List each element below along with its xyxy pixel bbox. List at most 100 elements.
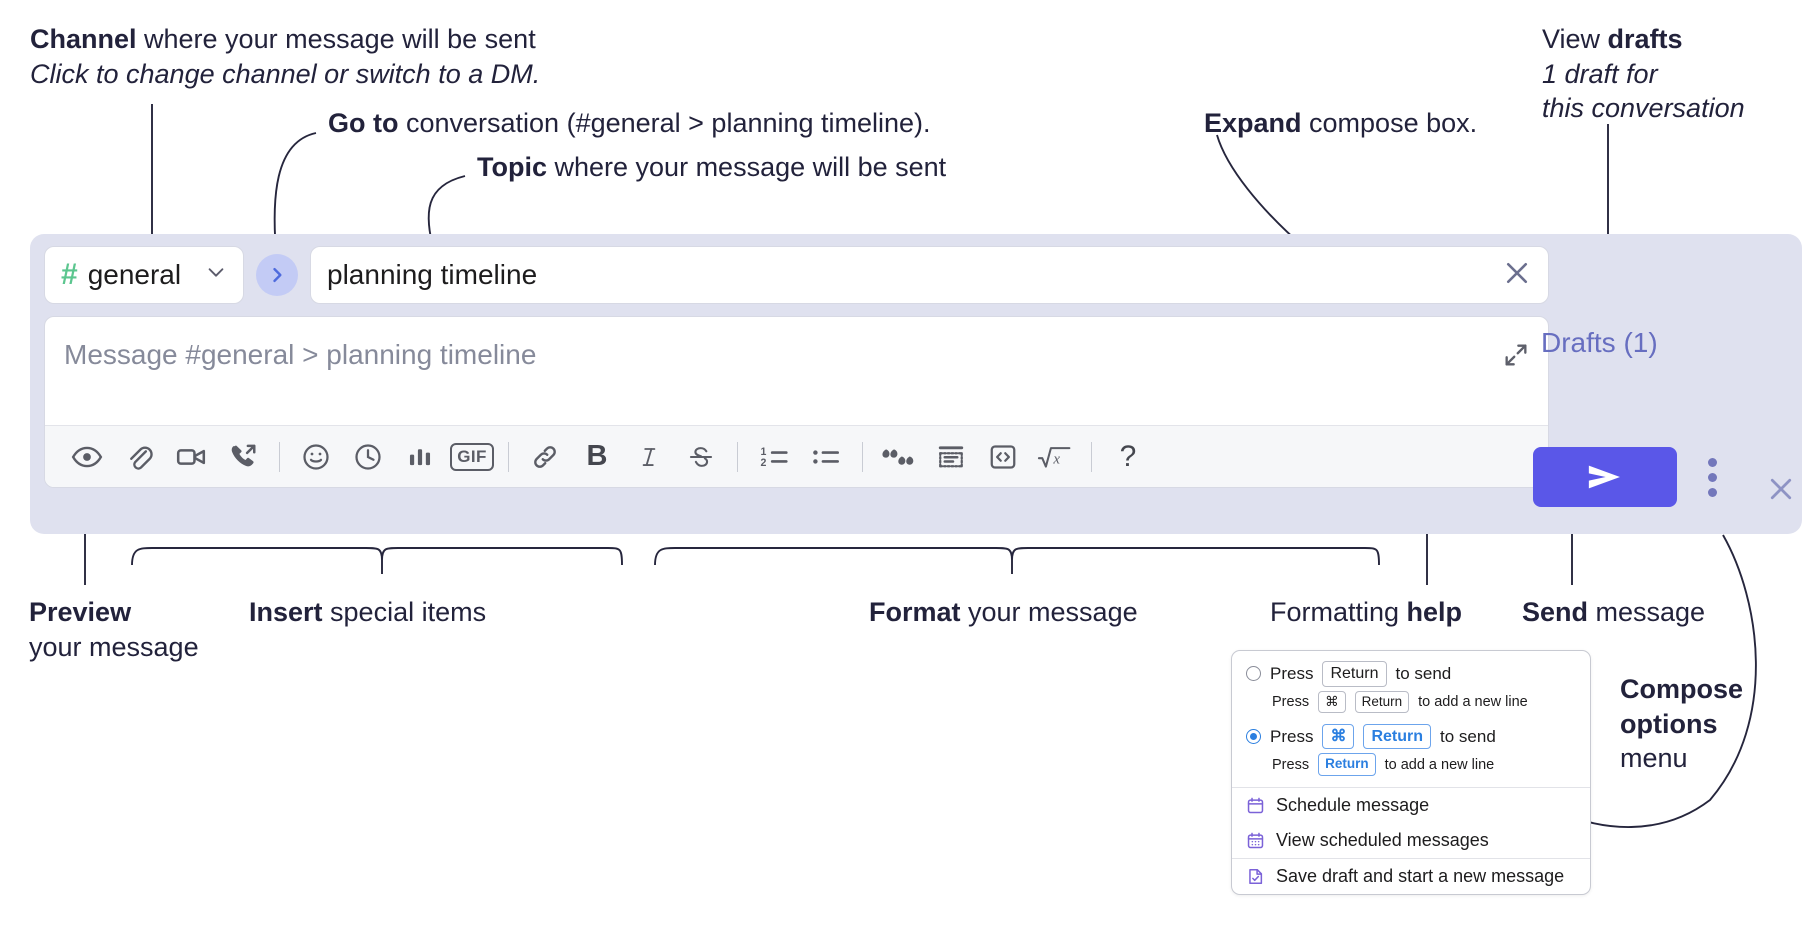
kebab-dot	[1708, 488, 1717, 497]
menu-divider	[1232, 857, 1590, 859]
call-icon[interactable]	[217, 434, 269, 480]
clock-icon[interactable]	[342, 434, 394, 480]
latex-icon[interactable]: x	[1029, 434, 1081, 480]
radio-return[interactable]	[1246, 666, 1261, 682]
topic-input[interactable]: planning timeline	[310, 246, 1549, 304]
annotation-compose-options: Compose options menu	[1620, 672, 1743, 776]
option1-press: Press	[1270, 663, 1314, 683]
svg-text:1: 1	[760, 446, 766, 458]
annotation-insert: Insert special items	[249, 595, 486, 630]
menu-item-view-scheduled-messages[interactable]: View scheduled messages	[1232, 823, 1590, 858]
option2-sub-press: Press	[1272, 756, 1310, 773]
italic-icon[interactable]	[623, 434, 675, 480]
compose-panel: # general planning timeline Message #gen…	[30, 234, 1802, 534]
menu-item-schedule-message[interactable]: Schedule message	[1232, 788, 1590, 823]
annotation-topic-bold: Topic	[477, 152, 547, 182]
annotation-goto-bold: Go to	[328, 108, 399, 138]
option1-tosend: to send	[1395, 663, 1452, 683]
option2-tosend: to send	[1440, 726, 1496, 746]
kbd-return: Return	[1354, 690, 1410, 713]
annotation-goto-rest: conversation (#general > planning timeli…	[398, 108, 931, 138]
topic-value: planning timeline	[327, 259, 538, 290]
annotation-drafts-italic2: this conversation	[1542, 93, 1745, 124]
send-icon	[1588, 465, 1620, 489]
annotation-help: Formatting help	[1270, 595, 1462, 630]
annotation-drafts-normal: View	[1542, 24, 1608, 54]
menu-divider	[1232, 786, 1590, 788]
document-check-icon	[1246, 867, 1265, 886]
kebab-dot	[1708, 458, 1717, 467]
annotation-drafts: View drafts 1 draft for this conversatio…	[1542, 22, 1745, 126]
chevron-right-icon	[273, 267, 282, 283]
annotation-topic-rest: where your message will be sent	[547, 152, 947, 182]
drafts-link[interactable]: Drafts (1)	[1541, 327, 1658, 359]
blockquote-icon[interactable]	[873, 434, 925, 480]
bold-label: B	[586, 440, 608, 472]
close-icon[interactable]	[1766, 474, 1796, 509]
message-placeholder: Message #general > planning timeline	[64, 339, 537, 370]
poll-icon[interactable]	[394, 434, 446, 480]
annotation-expand: Expand compose box.	[1204, 106, 1477, 141]
bulleted-list-icon[interactable]	[800, 434, 852, 480]
send-option-cmd-return[interactable]: Press ⌘ Return to send Press Return to a…	[1232, 722, 1590, 787]
hash-icon: #	[61, 258, 78, 291]
kbd-return: Return	[1363, 723, 1432, 750]
compose-header-row: # general planning timeline	[44, 246, 1549, 304]
toolbar-divider	[1091, 441, 1092, 472]
toolbar-divider	[862, 441, 863, 472]
annotation-channel: Channel where your message will be sent …	[30, 22, 540, 91]
bold-icon[interactable]: B	[571, 434, 623, 480]
annotation-expand-bold: Expand	[1204, 108, 1302, 138]
attachment-icon[interactable]	[113, 434, 165, 480]
svg-text:2: 2	[760, 456, 766, 468]
menu-item-label: Save draft and start a new message	[1276, 865, 1565, 886]
expand-compose-icon[interactable]	[1502, 341, 1530, 374]
code-block-icon[interactable]	[925, 434, 977, 480]
drafts-label: Drafts (1)	[1541, 327, 1658, 358]
annotation-topic: Topic where your message will be sent	[477, 150, 946, 185]
link-icon[interactable]	[519, 434, 571, 480]
compose-options-menu: Press Return to send Press ⌘ Return to a…	[1231, 650, 1591, 895]
calendar-grid-icon	[1246, 831, 1265, 850]
annotation-insert-bold: Insert	[249, 597, 323, 627]
annotation-preview: Preview your message	[29, 595, 199, 664]
kbd-cmd: ⌘	[1322, 723, 1355, 750]
annotation-channel-rest: where your message will be sent	[136, 24, 536, 54]
video-icon[interactable]	[165, 434, 217, 480]
kbd-return: Return	[1318, 753, 1376, 776]
option2-sub-text: to add a new line	[1384, 756, 1495, 773]
send-option-return[interactable]: Press Return to send Press ⌘ Return to a…	[1232, 651, 1590, 722]
annotation-format-bold: Format	[869, 597, 961, 627]
kbd-cmd: ⌘	[1318, 690, 1346, 713]
preview-icon[interactable]	[61, 434, 113, 480]
compose-options-button[interactable]	[1708, 458, 1717, 497]
kebab-dot	[1708, 473, 1717, 482]
strikethrough-icon[interactable]	[675, 434, 727, 480]
annotation-goto: Go to conversation (#general > planning …	[328, 106, 931, 141]
radio-cmd-return[interactable]	[1246, 729, 1261, 745]
channel-selector-button[interactable]: # general	[44, 246, 244, 304]
annotation-preview-line2: your message	[29, 631, 199, 662]
menu-item-label: Schedule message	[1276, 794, 1430, 815]
go-to-conversation-button[interactable]	[256, 254, 298, 296]
message-input[interactable]: Message #general > planning timeline	[44, 316, 1549, 488]
annotation-drafts-bold: drafts	[1607, 24, 1683, 54]
clear-topic-icon[interactable]	[1502, 258, 1532, 293]
annotation-help-bold: help	[1406, 597, 1463, 627]
calendar-icon	[1246, 796, 1265, 815]
annotation-format-rest: your message	[960, 597, 1138, 627]
annotation-compose-options-bold2: options	[1620, 708, 1718, 739]
send-button[interactable]	[1533, 447, 1677, 507]
gif-icon[interactable]: GIF	[446, 434, 498, 480]
annotation-compose-options-bold1: Compose	[1620, 674, 1744, 704]
kbd-return: Return	[1322, 661, 1387, 687]
help-icon[interactable]: ?	[1102, 434, 1154, 480]
menu-item-save-draft[interactable]: Save draft and start a new message	[1232, 859, 1590, 894]
chevron-down-icon	[205, 261, 227, 289]
emoji-icon[interactable]	[290, 434, 342, 480]
code-icon[interactable]	[977, 434, 1029, 480]
annotation-preview-bold: Preview	[29, 597, 132, 627]
menu-item-label: View scheduled messages	[1276, 829, 1489, 850]
annotation-send: Send message	[1522, 595, 1705, 630]
